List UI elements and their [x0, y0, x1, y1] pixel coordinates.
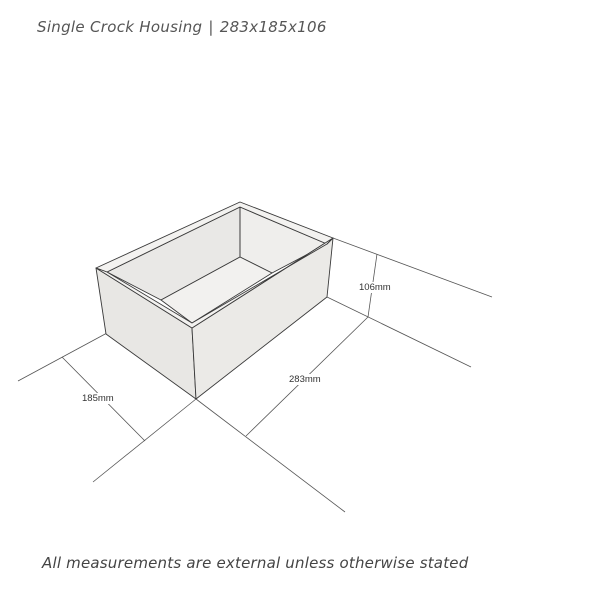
length-extension-front: [195, 398, 346, 513]
rim-front: [95, 237, 334, 329]
width-dimension-label: 185mm: [82, 393, 114, 404]
product-name: Single Crock Housing: [37, 18, 203, 36]
length-dimension-label: 283mm: [289, 374, 321, 385]
measurement-note: All measurements are external unless oth…: [42, 554, 469, 572]
product-dimensions: 283x185x106: [219, 18, 327, 36]
box: [95, 201, 334, 400]
interior-floor: [160, 256, 273, 324]
height-extension-top: [332, 237, 493, 298]
page-title: Single Crock Housing | 283x185x106: [37, 18, 327, 36]
title-separator: |: [208, 18, 214, 36]
height-dimension-label: 106mm: [359, 282, 391, 293]
height-extension-bottom: [326, 296, 472, 368]
